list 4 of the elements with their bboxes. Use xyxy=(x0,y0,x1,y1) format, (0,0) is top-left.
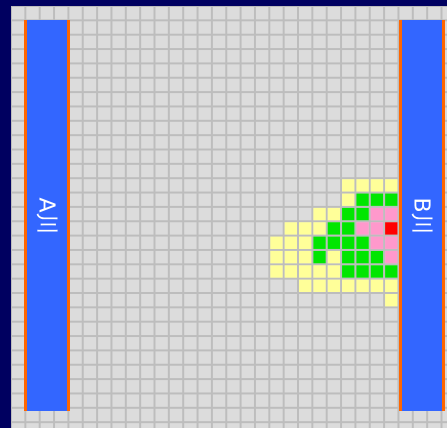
side-bar xyxy=(399,20,445,411)
bar-label: A川 xyxy=(33,196,60,234)
side-bar xyxy=(24,20,70,411)
bar-label: B川 xyxy=(408,196,435,234)
